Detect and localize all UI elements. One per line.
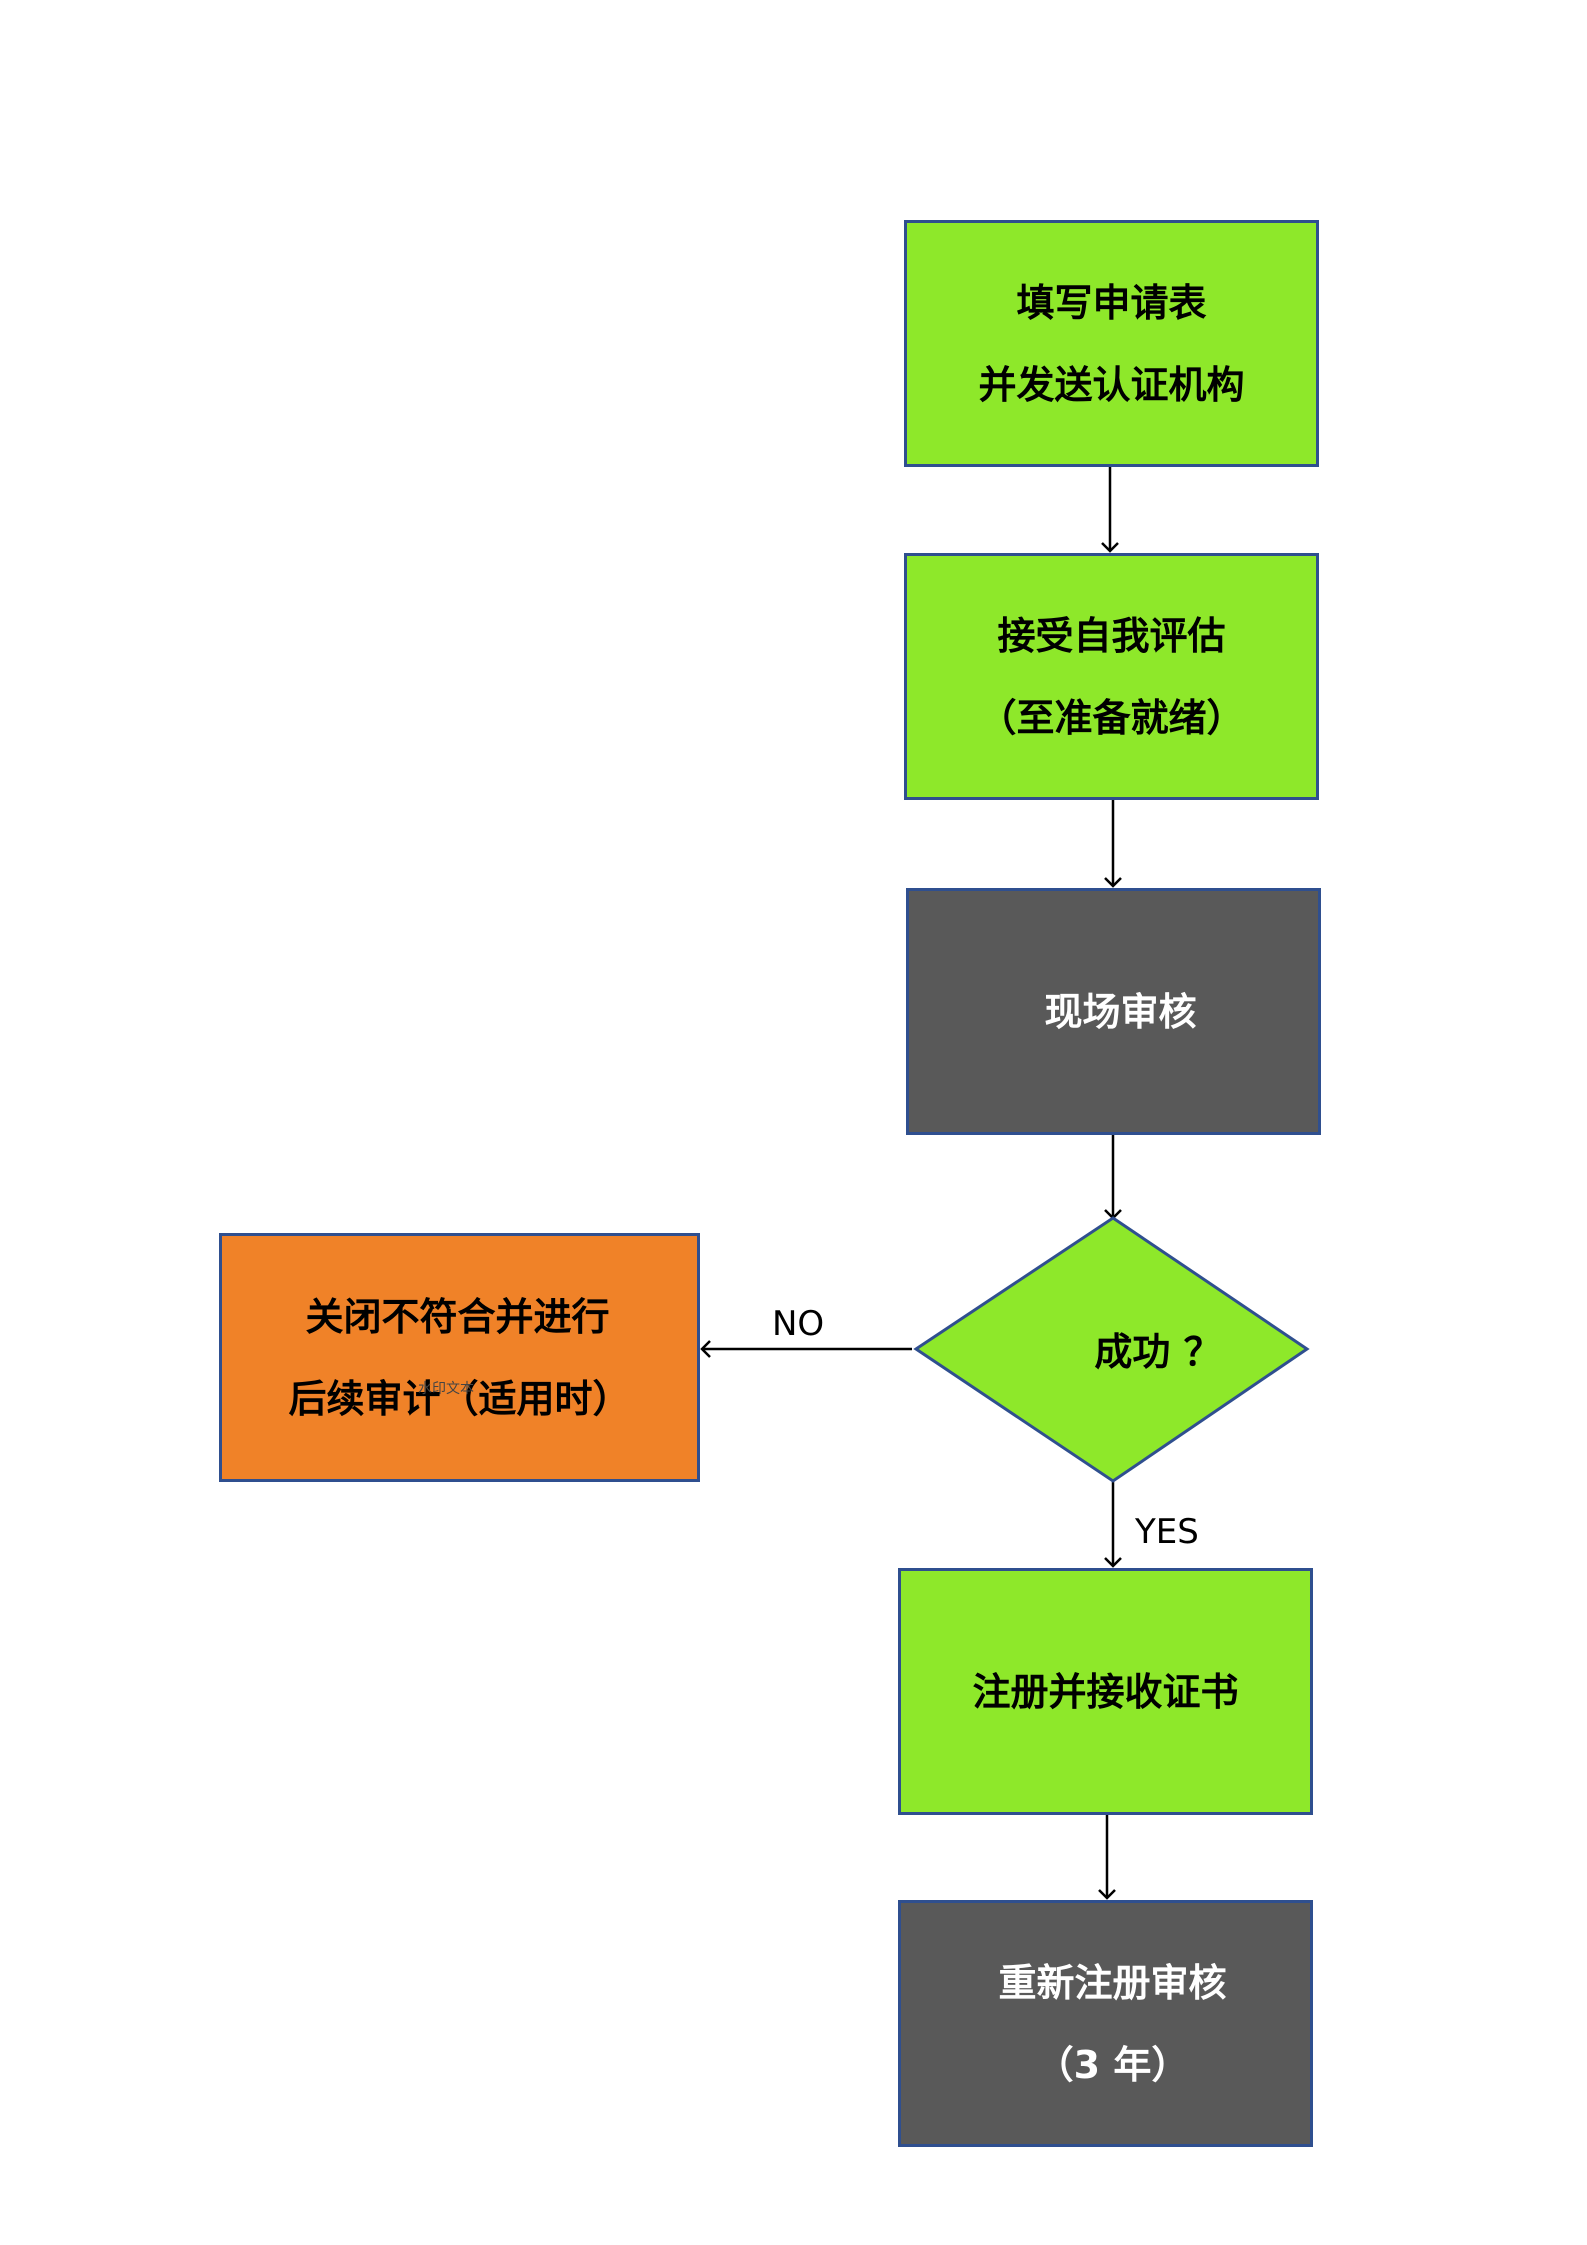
edge-label-no: NO <box>772 1304 825 1344</box>
node-text-line1: 重新注册审核 <box>998 1960 1227 2005</box>
node-text-line2: （至准备就绪） <box>978 695 1245 740</box>
decision-diamond <box>913 1216 1310 1483</box>
node-text-line2: （3 年） <box>1035 2042 1190 2087</box>
process-self-assessment: 接受自我评估 （至准备就绪） <box>904 553 1319 800</box>
decision-success-label: 成功 ？ <box>1094 1330 1222 1374</box>
node-text-line2: 并发送认证机构 <box>978 362 1245 407</box>
process-recertification-audit: 重新注册审核 （3 年） <box>898 1900 1313 2147</box>
node-text-line1: 填写申请表 <box>1016 280 1207 325</box>
node-text-line1: 关闭不符合并进行 <box>305 1294 610 1339</box>
node-text-line1: 注册并接收证书 <box>972 1669 1239 1714</box>
process-fill-application: 填写申请表 并发送认证机构 <box>904 220 1319 467</box>
watermark-text: 水印文本 <box>418 1381 474 1397</box>
node-text-line2: 后续审计（适用时） <box>288 1376 631 1421</box>
process-close-nonconformity: 关闭不符合并进行 后续审计（适用时） <box>219 1233 700 1482</box>
node-text-line1: 现场审核 <box>1044 989 1197 1034</box>
node-text-line1: 接受自我评估 <box>997 613 1226 658</box>
edge-label-yes: YES <box>1135 1512 1199 1552</box>
process-register-certificate: 注册并接收证书 <box>898 1568 1313 1815</box>
process-onsite-audit: 现场审核 <box>906 888 1321 1135</box>
